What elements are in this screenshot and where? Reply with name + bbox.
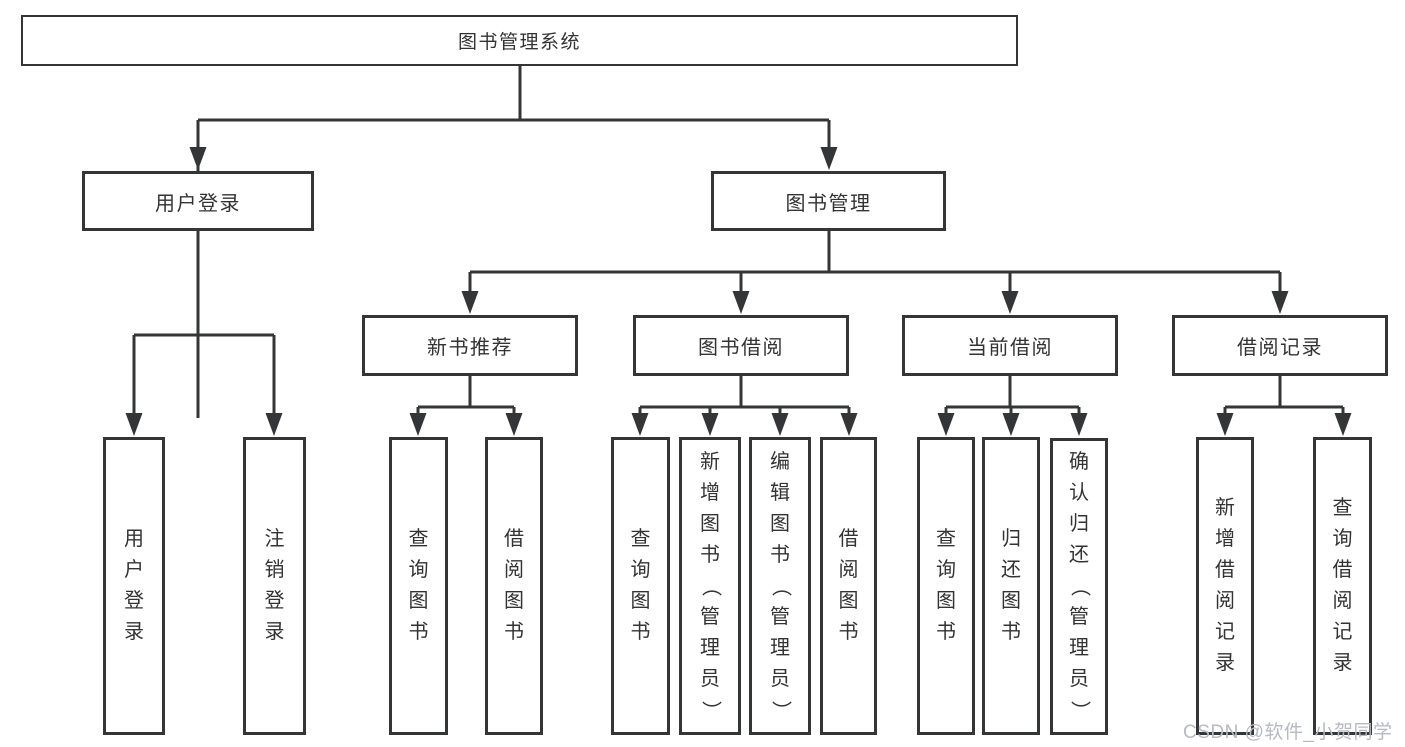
node-book-borrow: 图书借阅 [633, 315, 849, 376]
node-label: 用户登录 [124, 528, 144, 643]
node-user-login: 用户登录 [82, 171, 314, 231]
node-label: 用户登录 [155, 192, 241, 215]
node-label: 新书推荐 [427, 337, 513, 359]
node-label: 借阅图书 [504, 528, 524, 643]
node-new-book-recommend: 新书推荐 [362, 315, 578, 376]
node-label: 图书管理系统 [457, 32, 581, 53]
node-leaf-query-books-1: 查询图书 [389, 437, 448, 735]
node-leaf-logout: 注销登录 [243, 437, 306, 735]
node-leaf-add-borrow-record: 新增借阅记录 [1196, 437, 1254, 735]
node-label: 归还图书 [1001, 528, 1021, 643]
node-label: 查询图书 [408, 528, 429, 643]
node-leaf-return-book: 归还图书 [982, 437, 1040, 735]
node-label: 新增图书（管理员） [699, 450, 722, 721]
node-label: 确认归还（管理员） [1068, 451, 1091, 721]
node-leaf-user-login: 用户登录 [103, 437, 165, 735]
node-leaf-borrow-books-1: 借阅图书 [485, 437, 543, 735]
node-label: 查询图书 [630, 528, 651, 643]
node-label: 图书管理 [785, 192, 872, 215]
node-label: 编辑图书（管理员） [769, 450, 792, 721]
node-leaf-confirm-return-admin: 确认归还（管理员） [1050, 438, 1108, 735]
node-leaf-borrow-books-2: 借阅图书 [820, 437, 877, 735]
node-book-management: 图书管理 [711, 171, 946, 231]
node-label: 新增借阅记录 [1215, 497, 1235, 674]
arrowheads [125, 147, 1352, 436]
node-leaf-query-borrow-record: 查询借阅记录 [1313, 437, 1372, 735]
node-label: 查询图书 [936, 528, 956, 643]
node-borrow-records: 借阅记录 [1172, 315, 1388, 376]
watermark: CSDN @软件_小贺同学 [1183, 722, 1393, 743]
node-leaf-query-books-2: 查询图书 [611, 437, 670, 735]
node-label: 查询借阅记录 [1332, 497, 1353, 674]
node-label: 注销登录 [264, 528, 285, 643]
node-leaf-add-book-admin: 新增图书（管理员） [679, 437, 741, 735]
node-current-borrow: 当前借阅 [902, 315, 1118, 376]
node-label: 图书借阅 [698, 337, 784, 359]
node-label: 借阅图书 [838, 528, 859, 643]
node-leaf-query-books-3: 查询图书 [917, 437, 975, 735]
node-leaf-edit-book-admin: 编辑图书（管理员） [749, 437, 811, 735]
node-library-management-system: 图书管理系统 [21, 15, 1018, 66]
node-label: 借阅记录 [1237, 337, 1323, 359]
node-label: 当前借阅 [967, 337, 1053, 359]
